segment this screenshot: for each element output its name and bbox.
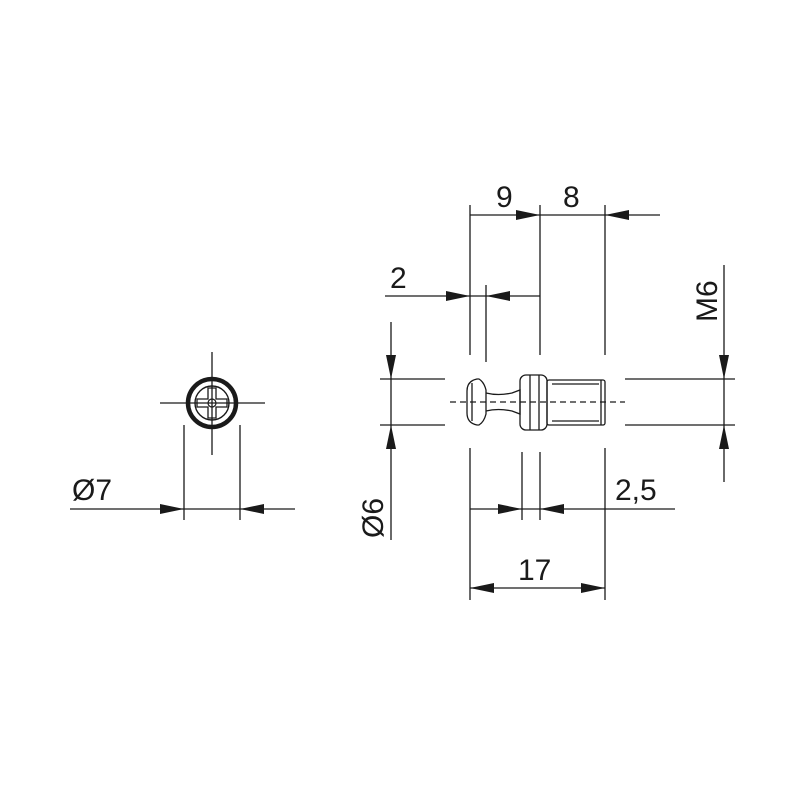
front-diameter-label: Ø7: [72, 474, 112, 507]
arrow-thread-top: [719, 355, 729, 379]
dim-label-collar: 2,5: [615, 474, 657, 507]
arrow-total-left: [470, 583, 494, 593]
arrow-diameter-bottom: [386, 425, 396, 449]
arrow-collar-right: [540, 504, 564, 514]
arrow-2-left: [446, 291, 470, 301]
front-center-hole: [207, 398, 217, 408]
dim-label-diameter: Ø6: [357, 498, 390, 538]
part-head: [466, 378, 487, 426]
front-arrow-right: [240, 504, 264, 514]
side-view: 9 8 2 Ø6 M6 2,5 17: [357, 181, 735, 600]
front-view: Ø7: [70, 352, 295, 520]
cross-recess-icon: [196, 387, 228, 419]
arrow-8-left: [605, 210, 629, 220]
arrow-thread-bottom: [719, 425, 729, 449]
dim-label-thread: M6: [691, 280, 724, 322]
dim-label-head-length: 9: [496, 181, 513, 214]
dim-label-total-length: 17: [518, 554, 551, 587]
front-inner-ring: [194, 385, 230, 421]
arrow-collar-left: [498, 504, 522, 514]
part-thread: [546, 379, 606, 426]
arrow-diameter-top: [386, 355, 396, 379]
arrow-9-right: [516, 210, 540, 220]
arrow-2-right: [486, 291, 510, 301]
arrow-total-right: [581, 583, 605, 593]
dim-label-thread-length: 8: [563, 181, 580, 214]
front-arrow-left: [160, 504, 184, 514]
dim-label-head-thickness: 2: [390, 262, 407, 295]
front-outer-ring: [185, 376, 239, 430]
